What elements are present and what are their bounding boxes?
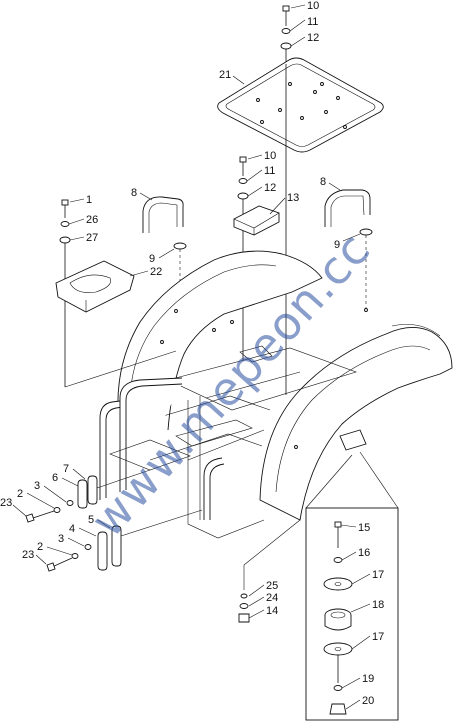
- callout-10: 10: [307, 0, 319, 12]
- callout-8: 8: [320, 176, 326, 188]
- top-bolt-stack: [280, 5, 292, 64]
- callout-3: 3: [58, 533, 64, 545]
- callout-2: 2: [17, 488, 23, 500]
- callout-23: 23: [22, 549, 34, 561]
- bolt-set-upper: [25, 500, 74, 523]
- callout-27: 27: [86, 232, 98, 244]
- cover-22: [55, 260, 135, 313]
- floor-plate-21: [217, 57, 384, 153]
- callout-17: 17: [372, 569, 384, 581]
- callout-12: 12: [264, 182, 276, 194]
- callout-14: 14: [266, 605, 278, 617]
- left-bolt-stack: [59, 199, 71, 387]
- callout-labels: 10 11 12 21 10 11 12 13 8 8 1 26 27 9 9 …: [0, 0, 384, 707]
- callout-9: 9: [334, 239, 340, 251]
- strap-5: [97, 509, 203, 571]
- lower-hardware-stack: [238, 519, 301, 623]
- strap-7: [77, 469, 151, 509]
- callout-24: 24: [266, 592, 278, 604]
- callout-21: 21: [219, 69, 231, 81]
- detail-box: [305, 451, 399, 721]
- callout-5: 5: [88, 514, 94, 526]
- bolt-set-lower: [46, 544, 92, 572]
- callout-13: 13: [287, 192, 299, 204]
- leader-left: [64, 350, 177, 388]
- callout-22: 22: [150, 266, 162, 278]
- handle-8-right: [324, 189, 373, 310]
- callout-10: 10: [264, 150, 276, 162]
- callout-17: 17: [372, 631, 384, 643]
- callout-18: 18: [372, 599, 384, 611]
- callout-11: 11: [264, 165, 275, 177]
- callout-11: 11: [307, 16, 318, 28]
- callout-16: 16: [358, 547, 370, 559]
- callout-3: 3: [34, 480, 40, 492]
- callout-1: 1: [86, 194, 92, 206]
- callout-6: 6: [52, 472, 58, 484]
- callout-20: 20: [362, 695, 374, 707]
- handle-8-left: [142, 196, 187, 312]
- callout-2: 2: [37, 541, 43, 553]
- callout-4: 4: [69, 523, 75, 535]
- fender-assembly: [99, 250, 453, 539]
- callout-15: 15: [358, 522, 370, 534]
- callout-23: 23: [0, 497, 12, 509]
- callout-9: 9: [149, 253, 155, 265]
- bracket-13: [233, 205, 280, 236]
- callout-19: 19: [362, 673, 374, 685]
- callout-25: 25: [266, 580, 278, 592]
- callout-leaders: [12, 4, 371, 710]
- callout-12: 12: [307, 32, 319, 44]
- callout-26: 26: [86, 214, 98, 226]
- callout-8: 8: [131, 187, 137, 199]
- callout-7: 7: [63, 463, 69, 475]
